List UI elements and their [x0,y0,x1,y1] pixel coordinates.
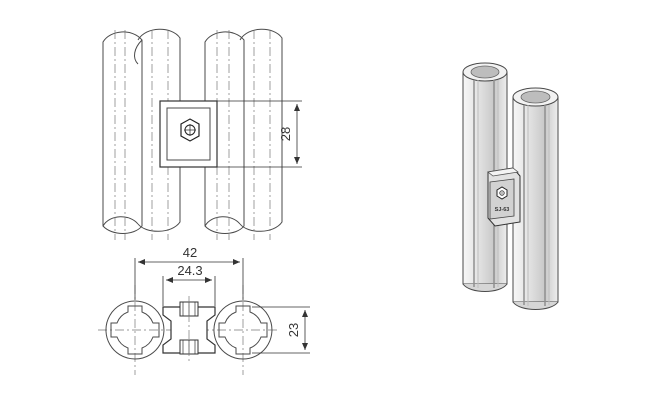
inner-width-label: 24.3 [177,263,202,278]
right-pipe-section [213,300,273,360]
bottom-height-dimension: 23 [252,306,310,354]
inner-width-dimension: 24.3 [162,263,216,306]
overall-width-label: 42 [183,245,197,260]
left-pipe-pair [102,28,181,240]
joint-section [162,296,216,362]
joint-model-label: SJ-63 [495,207,510,213]
bottom-view: 42 24.3 23 [98,245,310,375]
front-view: 28 [102,28,302,240]
iso-hex-bolt-icon [496,186,508,200]
bottom-height-label: 23 [286,323,301,337]
overall-width-dimension: 42 [134,245,244,300]
isometric-view: SJ-63 [462,62,559,310]
iso-joint-block: SJ-63 [487,167,521,227]
left-pipe-section [105,300,165,360]
connector-plate [159,100,218,168]
hex-bolt-icon [180,118,200,142]
front-height-label: 28 [278,127,293,141]
front-height-dimension: 28 [217,100,302,168]
